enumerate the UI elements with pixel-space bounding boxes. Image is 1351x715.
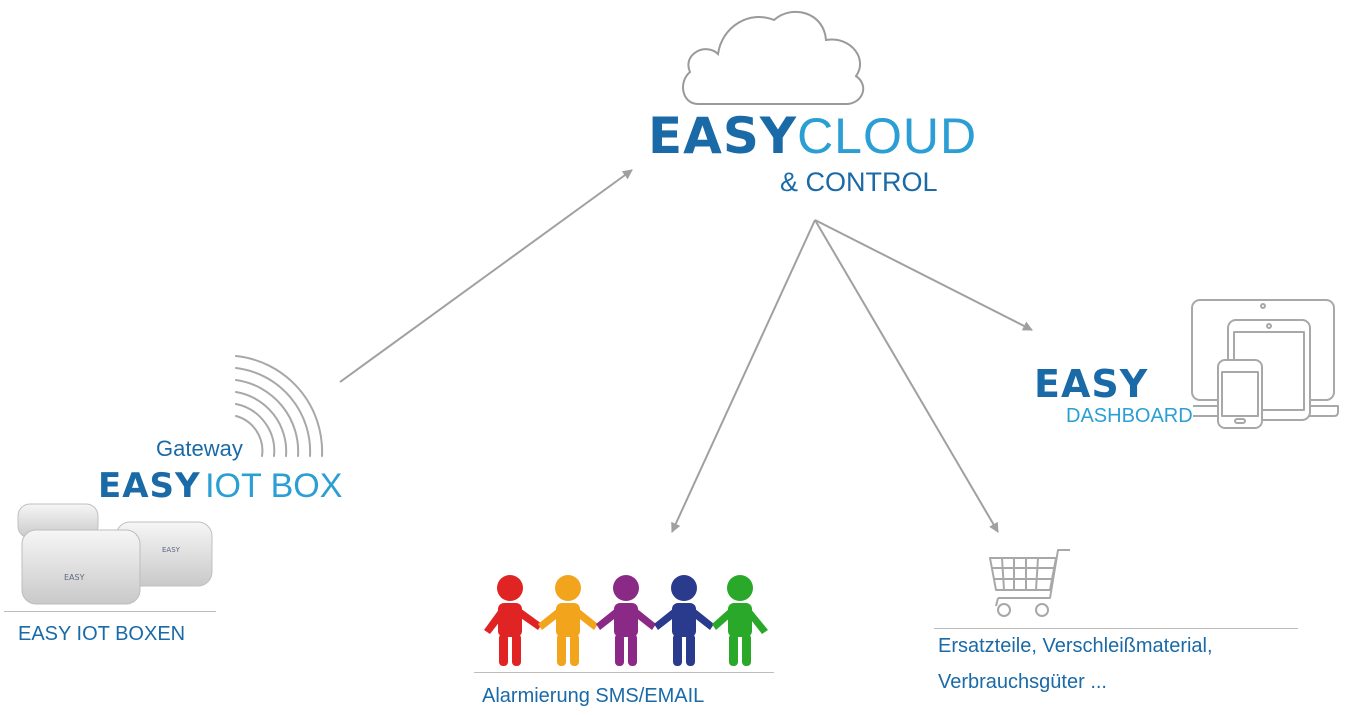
cloud-brand-bold: EASY <box>648 107 798 165</box>
person-purple <box>596 575 656 666</box>
shopping-cart-icon <box>989 549 1070 617</box>
arrow-cloud-to-dashboard <box>814 219 1033 331</box>
parts-caption-line1: Ersatzteile, Verschleißmaterial, <box>938 635 1213 657</box>
dashboard-brand-light: DASHBOARD <box>1066 404 1193 428</box>
people-icon <box>484 575 768 666</box>
phone-icon <box>1217 359 1263 429</box>
dashboard-brand-bold: EASY <box>1034 362 1153 406</box>
cloud-brand: EASYCLOUD <box>648 106 977 166</box>
gateway-brand-bold: EASY <box>98 466 201 506</box>
wifi-signal-icon <box>235 355 324 457</box>
gateway-label: Gateway <box>156 436 243 461</box>
device-logo-text-2: EASY <box>162 546 181 554</box>
person-orange <box>538 575 598 666</box>
boxes-divider <box>4 611 216 612</box>
parts-divider <box>934 628 1298 629</box>
cloud-icon <box>682 10 865 105</box>
dashboard-devices <box>1171 299 1339 429</box>
parts-caption-line2: Verbrauchsgüter ... <box>938 671 1107 693</box>
arrow-cloud-to-alarm <box>671 219 816 533</box>
gateway-brand: EASY IOT BOX <box>98 466 342 506</box>
boxes-caption: EASY IOT BOXEN <box>18 623 186 645</box>
person-red <box>484 575 542 666</box>
arrow-cloud-to-parts <box>814 219 999 533</box>
device-logo-text: EASY <box>64 573 85 582</box>
alarm-divider <box>474 672 774 673</box>
alarm-caption: Alarmierung SMS/EMAIL <box>482 685 705 707</box>
dashboard-brand: EASY <box>1034 362 1153 406</box>
device-icon: EASY EASY <box>17 503 213 605</box>
cloud-subtitle: & CONTROL <box>780 167 938 197</box>
person-navy <box>654 575 714 666</box>
person-green <box>712 575 768 666</box>
gateway-brand-light: IOT BOX <box>205 467 343 505</box>
cloud-brand-light: CLOUD <box>797 108 978 164</box>
arrow-gateway-to-cloud <box>339 169 633 383</box>
